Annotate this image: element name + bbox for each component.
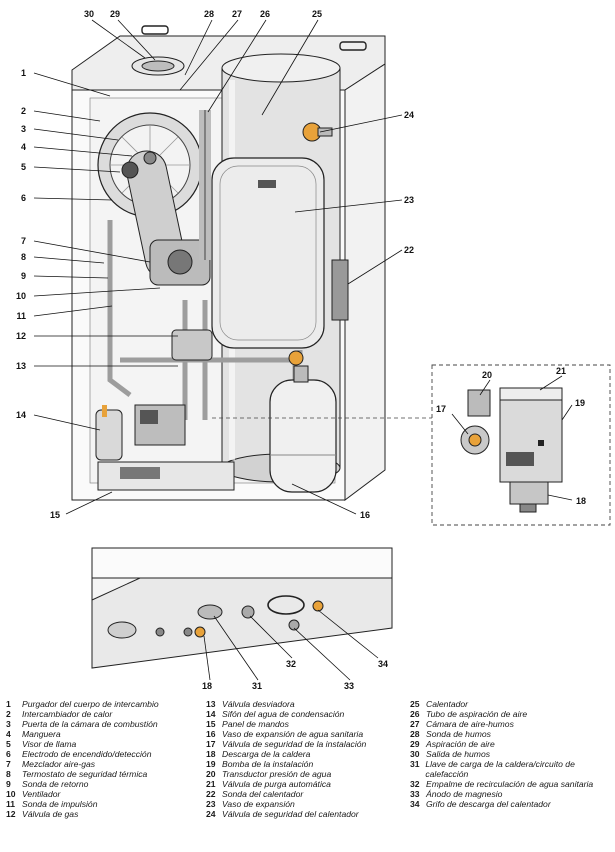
callout-24: 24 [404, 110, 414, 120]
heat-exchanger [97, 112, 203, 280]
callout-21: 21 [556, 366, 566, 376]
callout-34: 34 [378, 659, 388, 669]
callout-20: 20 [482, 370, 492, 380]
callout-22: 22 [404, 245, 414, 255]
callout-1: 1 [21, 68, 26, 78]
expansion-vessel [211, 157, 325, 349]
callout-11: 11 [16, 311, 26, 321]
callout-12: 12 [16, 331, 26, 341]
diverter-valve [171, 329, 213, 361]
pump-detail-inset [431, 364, 611, 526]
callout-23: 23 [404, 195, 414, 205]
callout-29: 29 [110, 9, 120, 19]
boiler-bottom-view [91, 547, 393, 669]
callout-18: 18 [576, 496, 586, 506]
callout-19: 19 [575, 398, 585, 408]
callout-33: 33 [344, 681, 354, 691]
callout-27: 27 [232, 9, 242, 19]
callout-30: 30 [84, 9, 94, 19]
callout-5: 5 [21, 162, 26, 172]
callout-31: 31 [252, 681, 262, 691]
callout-16: 16 [360, 510, 370, 520]
callout-9: 9 [21, 271, 26, 281]
dhw-expansion-vessel [269, 350, 337, 493]
flue-outlet [131, 56, 185, 76]
callout-26: 26 [260, 9, 270, 19]
callout-3: 3 [21, 124, 26, 134]
callout-25: 25 [312, 9, 322, 19]
callout-numbers: 1 2 3 4 5 6 7 8 9 10 11 12 13 14 15 16 1… [16, 9, 586, 691]
leader-lines [33, 19, 573, 681]
callout-6: 6 [21, 193, 26, 203]
callout-7: 7 [21, 236, 26, 246]
callout-17: 17 [436, 404, 446, 414]
callout-4: 4 [21, 142, 26, 152]
condensate-siphon [95, 409, 123, 461]
callout-10: 10 [16, 291, 26, 301]
callout-2: 2 [21, 106, 26, 116]
control-panel [97, 461, 235, 491]
cylinder-probe [331, 259, 349, 321]
callout-28: 28 [204, 9, 214, 19]
callout-32: 32 [286, 659, 296, 669]
boiler-diagram: 1 2 3 4 5 6 7 8 9 10 11 12 13 14 15 16 1… [16, 9, 611, 691]
fan [149, 239, 211, 286]
callout-18-bottom: 18 [202, 681, 212, 691]
callout-13: 13 [16, 361, 26, 371]
callout-8: 8 [21, 252, 26, 262]
callout-15: 15 [50, 510, 60, 520]
gas-valve [134, 404, 186, 446]
callout-14: 14 [16, 410, 26, 420]
